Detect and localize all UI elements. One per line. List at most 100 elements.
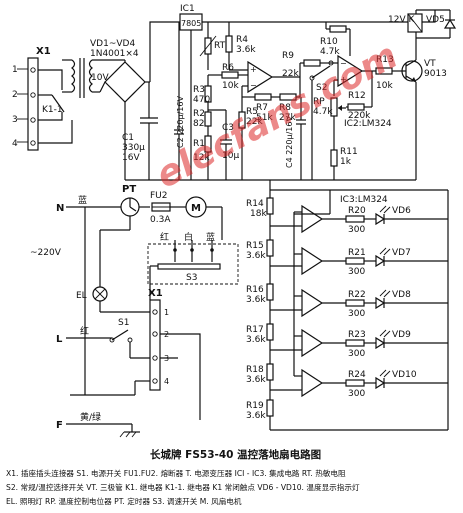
svg-text:4: 4 [164, 377, 169, 386]
comparator-row-1 [270, 204, 448, 234]
comparator-row-4 [270, 296, 448, 358]
el-label: EL [76, 291, 87, 301]
r24-label: R24 [348, 370, 366, 380]
vd10-label: VD10 [392, 370, 417, 380]
svg-text:−: − [340, 59, 347, 68]
r12-label: R12 [348, 91, 366, 101]
rp-label: RP [313, 97, 325, 107]
motor-label: M [191, 203, 201, 214]
blue-wire-label-2: 蓝 [206, 231, 215, 243]
r22-value: 300 [348, 309, 365, 319]
r18-label: R18 [246, 365, 264, 375]
r2-value: 82 [193, 119, 204, 129]
thermistor-rt [199, 22, 217, 70]
resistor-r11 [330, 149, 338, 180]
vd9-label: VD9 [392, 330, 411, 340]
relay-label: 12V K [388, 15, 415, 25]
r11-label: R11 [340, 147, 358, 157]
fan-motor-m [185, 196, 223, 240]
c1-label: C1 [122, 133, 134, 143]
bridge-rectifier [92, 59, 150, 180]
lamp-el [92, 229, 130, 312]
vd7-label: VD7 [392, 248, 411, 258]
l-label: L [56, 334, 63, 345]
r9-label: R9 [282, 51, 294, 61]
r12-value: 220k [348, 111, 371, 121]
speed-switch-s3 [147, 240, 239, 300]
resistor-r8 [279, 77, 301, 101]
ic2-label: IC2:LM324 [344, 119, 392, 129]
r20-label: R20 [348, 206, 366, 216]
r16-value: 3.6k [246, 295, 266, 305]
legend-line-1: X1. 插座插头连接器 S1. 电源开关 FU1.FU2. 熔断器 T. 电源变… [6, 468, 346, 478]
rt-label: RT [214, 41, 226, 51]
r15-value: 3.6k [246, 251, 266, 261]
c1-value: 330μ [122, 143, 145, 153]
x1-bottom-label: X1 [148, 288, 163, 299]
earth-wire-label: 黄/绿 [80, 411, 101, 423]
fu2-label: FU2 [150, 191, 168, 201]
r14-label: R14 [246, 199, 264, 209]
resistor-r1 [204, 134, 212, 180]
r10-value: 4.7k [320, 47, 340, 57]
r2-label: R2 [193, 109, 205, 119]
transformer-t [62, 58, 93, 98]
ic3-label: IC3:LM324 [340, 195, 388, 205]
potentiometer-rp [330, 97, 346, 150]
r23-value: 300 [348, 349, 365, 359]
timer-pt [120, 197, 150, 230]
pt-label: PT [122, 184, 136, 195]
capacitor-c2 [174, 22, 184, 180]
legend-line-2: S2. 常规/温控选择开关 VT. 三极管 K1. 继电器 K1-1. 继电器 … [6, 482, 360, 492]
opamp-ic2-b: − + [332, 29, 372, 96]
r1-value: 12k [193, 153, 210, 163]
fuse-fu2 [151, 202, 186, 212]
r13-value: 10k [376, 81, 393, 91]
svg-text:1: 1 [12, 65, 18, 75]
r24-value: 300 [348, 389, 365, 399]
r11-value: 1k [340, 157, 352, 167]
vt-label: VT [424, 59, 436, 69]
diode-vd5 [443, 10, 457, 38]
r7-value: 51k [256, 113, 273, 123]
bridge-diodes-label: VD1~VD4 [90, 39, 135, 49]
resistor-r6 [208, 71, 248, 79]
opamp-ic2-a: + − [229, 60, 300, 110]
resistor-r5 [238, 110, 246, 180]
voltage-label: ~220V [30, 248, 62, 258]
r13-label: R13 [376, 55, 394, 65]
r19-label: R19 [246, 401, 264, 411]
c3-label: C3 [222, 123, 234, 133]
f-label: F [56, 420, 63, 431]
r7-label: R7 [256, 103, 268, 113]
connector-x1-bottom: 1 2 3 4 [100, 299, 201, 420]
r4-value: 3.6k [236, 45, 256, 55]
n-label: N [56, 203, 64, 214]
connector-x1-top: 1 2 3 4 [12, 57, 39, 151]
r17-value: 3.6k [246, 335, 266, 345]
r21-value: 300 [348, 267, 365, 277]
transistor-vt [401, 38, 423, 180]
r6-label: R6 [222, 63, 234, 73]
r14-value: 18k [250, 209, 267, 219]
comparator-row-3 [270, 254, 448, 318]
resistor-r12 [346, 71, 373, 111]
r9-value: 22k [282, 69, 299, 79]
transformer-voltage: 10V [91, 73, 109, 83]
svg-text:1: 1 [164, 308, 169, 317]
svg-text:4: 4 [12, 139, 18, 149]
s1-label: S1 [118, 318, 129, 328]
relay-contact-k1-1 [38, 69, 73, 144]
positive-rail-wire [149, 21, 180, 82]
c1-voltage: 16V [122, 153, 140, 163]
svg-text:+: + [340, 75, 347, 84]
capacitor-c4 [296, 97, 306, 180]
vt-value: 9013 [424, 69, 447, 79]
svg-text:+: + [250, 65, 257, 74]
r6-value: 10k [222, 81, 239, 91]
r19-value: 3.6k [246, 411, 266, 421]
relay-k1 [407, 9, 450, 39]
comparator-row-2 [270, 214, 448, 276]
